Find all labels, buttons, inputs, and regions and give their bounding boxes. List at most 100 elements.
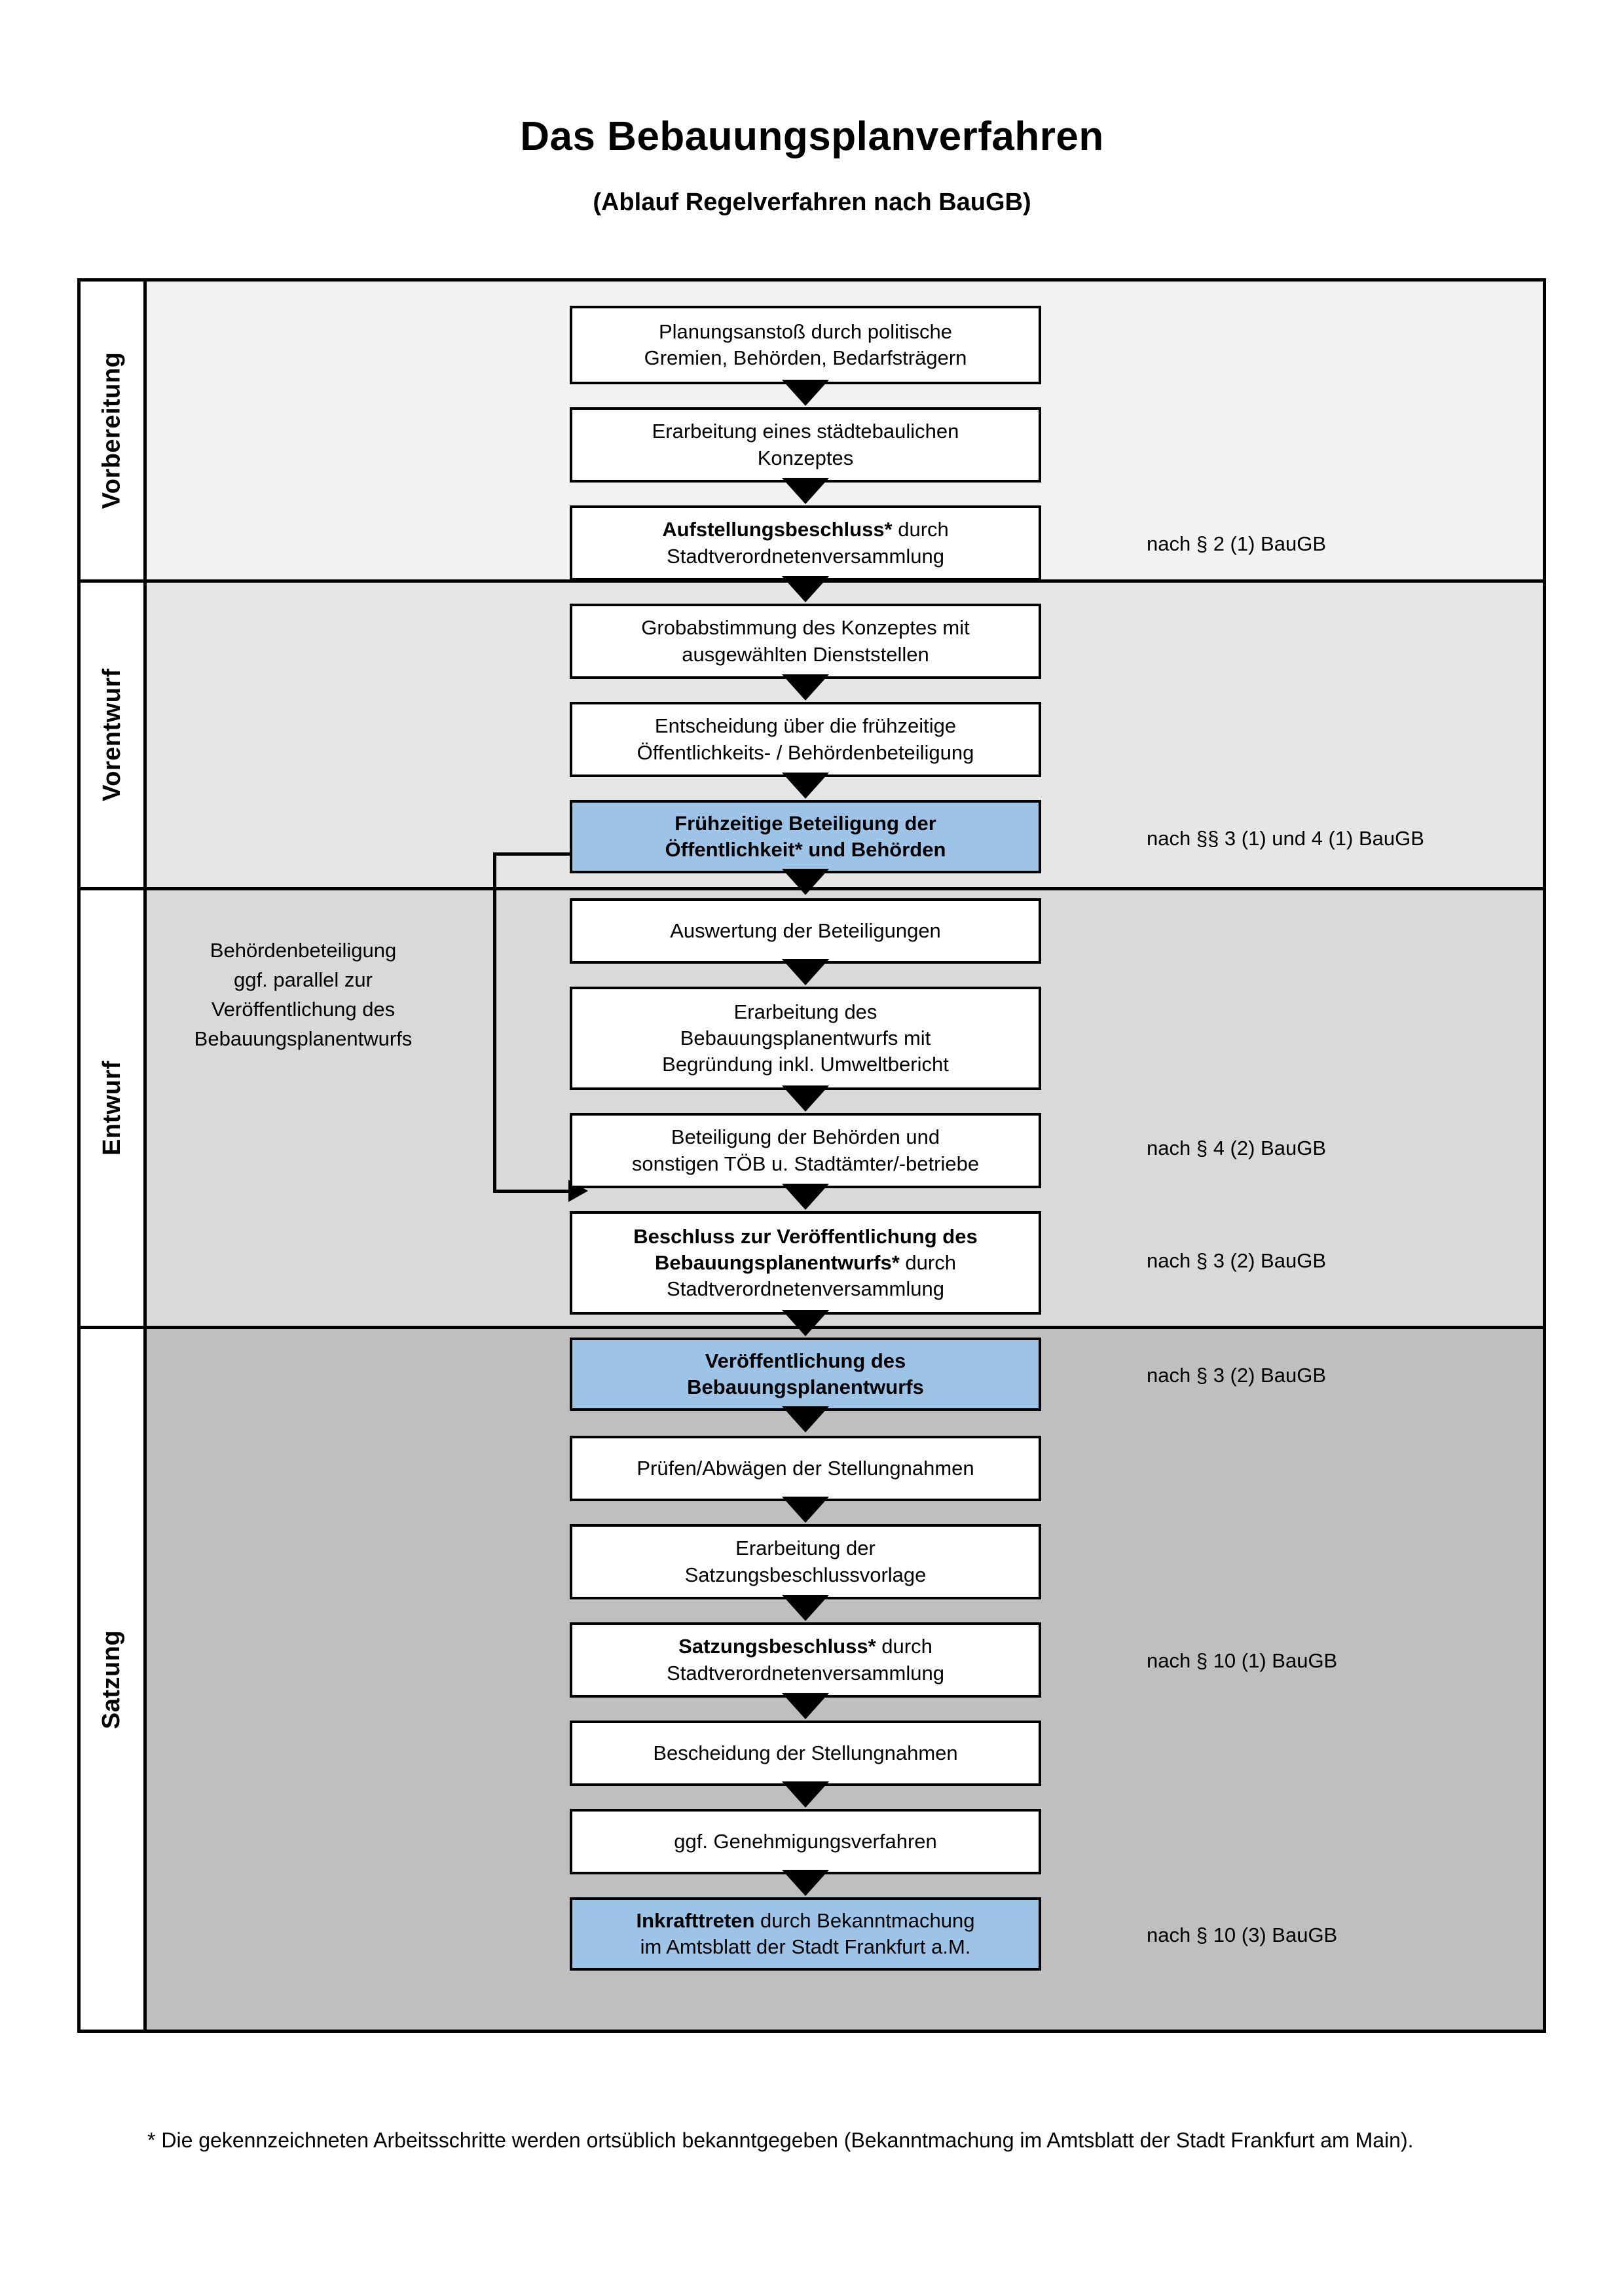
page-title: Das Bebauungsplanverfahren bbox=[520, 114, 1104, 159]
node-line: Gremien, Behörden, Bedarfsträgern bbox=[644, 346, 967, 369]
process-node-beteiligung-behoerden-toeb[interactable]: Beteiligung der Behörden und sonstigen T… bbox=[570, 1113, 1041, 1188]
node-label: Erarbeitung eines städtebaulichen Konzep… bbox=[579, 418, 1032, 471]
node-line: durch Bekanntmachung bbox=[754, 1908, 975, 1932]
node-label: Inkrafttreten durch Bekanntmachung im Am… bbox=[579, 1908, 1032, 1961]
arrow-down-icon bbox=[782, 1085, 829, 1112]
phase-label-text: Vorentwurf bbox=[98, 668, 126, 801]
page-subtitle: (Ablauf Regelverfahren nach BauGB) bbox=[593, 189, 1031, 217]
node-label: Frühzeitige Beteiligung der Öffentlichke… bbox=[579, 811, 1032, 864]
legal-reference-baugb-2-1: nach § 2 (1) BauGB bbox=[1147, 532, 1326, 555]
process-node-satzungsbeschluss[interactable]: Satzungsbeschluss* durch Stadtverordnete… bbox=[570, 1622, 1041, 1698]
node-label: Bescheidung der Stellungnahmen bbox=[579, 1740, 1032, 1766]
node-line: Erarbeitung der bbox=[735, 1537, 876, 1560]
phase-label-text: Satzung bbox=[98, 1630, 126, 1729]
node-line: durch bbox=[892, 518, 949, 541]
legal-reference-baugb-10-3: nach § 10 (3) BauGB bbox=[1147, 1923, 1338, 1946]
node-line: Erarbeitung eines städtebaulichen bbox=[652, 420, 959, 443]
process-node-auswertung-beteiligungen[interactable]: Auswertung der Beteiligungen bbox=[570, 898, 1041, 964]
process-node-erarbeitung-satzungsbeschlussvorlage[interactable]: Erarbeitung der Satzungsbeschlussvorlage bbox=[570, 1524, 1041, 1599]
legal-reference-baugb-3-2-b: nach § 3 (2) BauGB bbox=[1147, 1364, 1326, 1387]
phase-label-vorbereitung: Vorbereitung bbox=[81, 282, 143, 579]
process-node-aufstellungsbeschluss[interactable]: Aufstellungsbeschluss* durch Stadtverord… bbox=[570, 505, 1041, 581]
label-column-divider bbox=[143, 282, 147, 2030]
node-line: Stadtverordnetenversammlung bbox=[667, 544, 944, 568]
node-line: Stadtverordnetenversammlung bbox=[667, 1661, 944, 1685]
process-node-planungsanstoss[interactable]: Planungsanstoß durch politische Gremien,… bbox=[570, 306, 1041, 384]
flowchart-frame: Vorbereitung Vorentwurf Entwurf Satzung … bbox=[77, 278, 1546, 2033]
node-line: sonstigen TÖB u. Stadtämter/-betriebe bbox=[631, 1152, 980, 1175]
node-line: Veröffentlichung des bbox=[705, 1349, 906, 1372]
side-note-line: ggf. parallel zur bbox=[234, 968, 373, 991]
node-line: Planungsanstoß durch politische bbox=[658, 319, 953, 343]
bracket-line-vertical bbox=[493, 852, 496, 1193]
process-node-grobabstimmung[interactable]: Grobabstimmung des Konzeptes mit ausgewä… bbox=[570, 604, 1041, 679]
node-line: ausgewählten Dienststellen bbox=[682, 642, 929, 666]
node-label: Aufstellungsbeschluss* durch Stadtverord… bbox=[579, 517, 1032, 570]
node-line: Bebauungsplanentwurfs bbox=[687, 1376, 924, 1398]
node-line-bold: Aufstellungsbeschluss* bbox=[662, 518, 893, 541]
phase-label-entwurf: Entwurf bbox=[81, 890, 143, 1326]
node-line: Öffentlichkeit* und Behörden bbox=[665, 838, 946, 861]
node-line-bold: Satzungsbeschluss* bbox=[678, 1635, 876, 1658]
arrow-down-icon bbox=[782, 380, 829, 406]
node-label: Beteiligung der Behörden und sonstigen T… bbox=[579, 1124, 1032, 1177]
arrow-down-icon bbox=[782, 773, 829, 799]
legal-reference-baugb-3-1-4-1: nach §§ 3 (1) und 4 (1) BauGB bbox=[1147, 827, 1424, 850]
side-note-behoerdenbeteiligung: Behördenbeteiligung ggf. parallel zur Ve… bbox=[166, 936, 441, 1054]
node-label: ggf. Genehmigungsverfahren bbox=[579, 1829, 1032, 1855]
process-node-staedtebauliches-konzept[interactable]: Erarbeitung eines städtebaulichen Konzep… bbox=[570, 407, 1041, 483]
arrow-down-icon bbox=[782, 1870, 829, 1896]
node-label: Auswertung der Beteiligungen bbox=[579, 918, 1032, 944]
process-node-bescheidung-stellungnahmen[interactable]: Bescheidung der Stellungnahmen bbox=[570, 1721, 1041, 1786]
phase-label-text: Vorbereitung bbox=[98, 352, 126, 509]
arrow-down-icon bbox=[782, 1693, 829, 1719]
node-line: ggf. Genehmigungsverfahren bbox=[674, 1829, 937, 1853]
arrow-down-icon bbox=[782, 1595, 829, 1621]
node-line: Begründung inkl. Umweltbericht bbox=[662, 1053, 949, 1076]
node-line: Satzungsbeschlussvorlage bbox=[684, 1563, 927, 1586]
arrow-down-icon bbox=[782, 959, 829, 985]
bracket-line-bottom bbox=[493, 1190, 570, 1193]
node-line: Beteiligung der Behörden und bbox=[671, 1125, 940, 1149]
arrow-down-icon bbox=[782, 1310, 829, 1336]
process-node-inkrafttreten[interactable]: Inkrafttreten durch Bekanntmachung im Am… bbox=[570, 1897, 1041, 1971]
node-line-bold: Beschluss zur Veröffentlichung des bbox=[633, 1224, 978, 1248]
side-note-line: Bebauungsplanentwurfs bbox=[194, 1027, 413, 1050]
node-line: durch bbox=[876, 1635, 932, 1658]
node-line: Konzeptes bbox=[757, 446, 854, 469]
side-note-line: Veröffentlichung des bbox=[211, 997, 396, 1021]
node-line: Bebauungsplanentwurfs mit bbox=[680, 1026, 931, 1049]
arrow-down-icon bbox=[782, 674, 829, 701]
process-node-pruefen-abwaegen[interactable]: Prüfen/Abwägen der Stellungnahmen bbox=[570, 1436, 1041, 1501]
phase-label-vorentwurf: Vorentwurf bbox=[81, 583, 143, 887]
node-line: Stadtverordnetenversammlung bbox=[667, 1277, 944, 1301]
legal-reference-baugb-3-2-a: nach § 3 (2) BauGB bbox=[1147, 1249, 1326, 1272]
node-label: Beschluss zur Veröffentlichung des Bebau… bbox=[579, 1224, 1032, 1303]
arrow-down-icon bbox=[782, 478, 829, 504]
node-label: Prüfen/Abwägen der Stellungnahmen bbox=[579, 1455, 1032, 1482]
node-line-bold: Inkrafttreten bbox=[636, 1908, 755, 1932]
process-node-fruehzeitige-beteiligung[interactable]: Frühzeitige Beteiligung der Öffentlichke… bbox=[570, 800, 1041, 873]
node-line: durch bbox=[899, 1250, 956, 1274]
node-label: Satzungsbeschluss* durch Stadtverordnete… bbox=[579, 1633, 1032, 1686]
arrow-down-icon bbox=[782, 1184, 829, 1210]
side-note-line: Behördenbeteiligung bbox=[210, 939, 397, 962]
node-label: Entscheidung über die frühzeitige Öffent… bbox=[579, 713, 1032, 766]
arrow-down-icon bbox=[782, 1406, 829, 1432]
node-label: Planungsanstoß durch politische Gremien,… bbox=[579, 319, 1032, 372]
node-line-bold: Bebauungsplanentwurfs* bbox=[655, 1250, 900, 1274]
phase-label-text: Entwurf bbox=[98, 1061, 126, 1156]
bracket-line-top bbox=[493, 852, 588, 856]
node-line: Grobabstimmung des Konzeptes mit bbox=[641, 616, 970, 640]
process-node-entscheidung-fruehzeitige-beteiligung[interactable]: Entscheidung über die frühzeitige Öffent… bbox=[570, 702, 1041, 777]
process-node-veroeffentlichung-bebauungsplanentwurf[interactable]: Veröffentlichung des Bebauungsplanentwur… bbox=[570, 1338, 1041, 1411]
legal-reference-baugb-4-2: nach § 4 (2) BauGB bbox=[1147, 1137, 1326, 1159]
footnote: * Die gekennzeichneten Arbeitsschritte w… bbox=[147, 2128, 1414, 2152]
legal-reference-baugb-10-1: nach § 10 (1) BauGB bbox=[1147, 1649, 1338, 1672]
node-line: Bescheidung der Stellungnahmen bbox=[653, 1741, 958, 1764]
process-node-erarbeitung-bebauungsplanentwurf[interactable]: Erarbeitung des Bebauungsplanentwurfs mi… bbox=[570, 987, 1041, 1090]
node-label: Erarbeitung des Bebauungsplanentwurfs mi… bbox=[579, 999, 1032, 1078]
process-node-beschluss-veroeffentlichung[interactable]: Beschluss zur Veröffentlichung des Bebau… bbox=[570, 1211, 1041, 1315]
title-block: Das Bebauungsplanverfahren (Ablauf Regel… bbox=[0, 114, 1624, 217]
process-node-genehmigungsverfahren[interactable]: ggf. Genehmigungsverfahren bbox=[570, 1809, 1041, 1874]
